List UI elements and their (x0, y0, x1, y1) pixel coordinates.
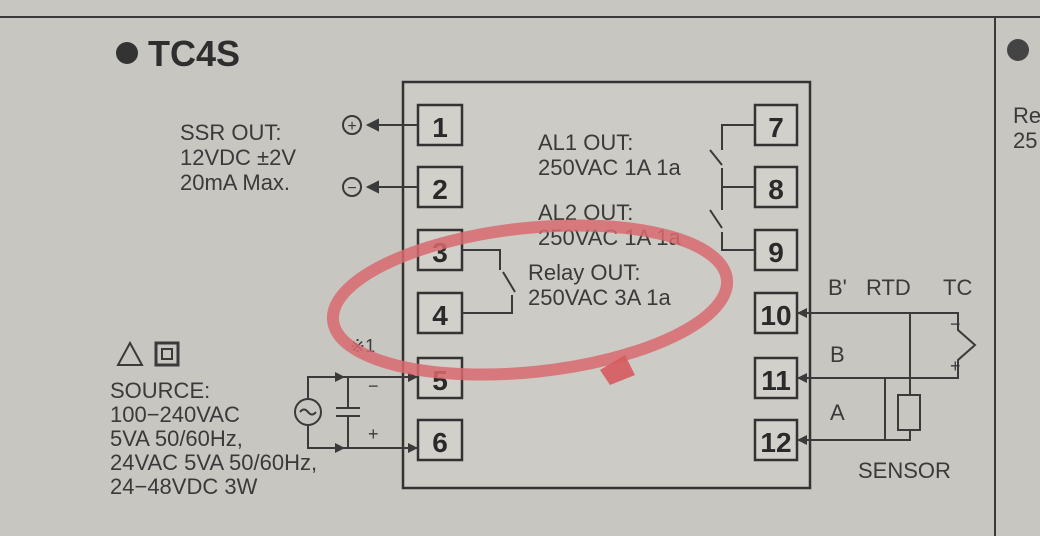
svg-text:SOURCE:: SOURCE: (110, 378, 210, 403)
title-bullet-icon (116, 42, 138, 64)
svg-text:+: + (950, 356, 961, 376)
warning-icon (116, 340, 144, 366)
svg-text:2: 2 (432, 174, 448, 205)
relay-contact-icon (462, 249, 516, 314)
terminal-9: 9 (753, 228, 799, 272)
ssr-arrows (365, 118, 418, 194)
svg-text:1: 1 (432, 112, 448, 143)
svg-text:5VA 50/60Hz,: 5VA 50/60Hz, (110, 426, 243, 451)
svg-text:250VAC 1A 1a: 250VAC 1A 1a (538, 155, 681, 180)
svg-text:SENSOR: SENSOR (858, 458, 951, 483)
relay-out-block: Relay OUT: 250VAC 3A 1a (462, 249, 671, 314)
terminal-2: 2 (416, 165, 464, 209)
svg-text:24VAC 5VA 50/60Hz,: 24VAC 5VA 50/60Hz, (110, 450, 317, 475)
svg-text:B': B' (828, 275, 847, 300)
right-panel-text-1: Re (1013, 103, 1040, 128)
rtd-sensor-icon (897, 394, 921, 431)
svg-text:7: 7 (768, 112, 784, 143)
terminal-10: 10 (753, 291, 799, 335)
svg-text:11: 11 (761, 365, 791, 396)
double-insulation-icon (154, 341, 180, 367)
svg-text:A: A (830, 400, 845, 425)
svg-text:6: 6 (432, 427, 448, 458)
svg-text:20mA Max.: 20mA Max. (180, 170, 290, 195)
svg-text:100−240VAC: 100−240VAC (110, 402, 240, 427)
terminal-6: 6 (416, 418, 464, 462)
svg-text:12VDC ±2V: 12VDC ±2V (180, 145, 296, 170)
svg-text:B: B (830, 342, 845, 367)
svg-text:250VAC 3A 1a: 250VAC 3A 1a (528, 285, 671, 310)
svg-text:+: + (347, 118, 356, 135)
terminal-12: 12 (753, 418, 799, 462)
svg-text:−: − (347, 180, 356, 197)
terminal-1: 1 (416, 103, 464, 147)
terminal-4: 4 (416, 291, 464, 335)
controller-body (401, 80, 812, 490)
svg-text:Relay OUT:: Relay OUT: (528, 260, 640, 285)
model-title: TC4S (148, 33, 240, 74)
alarm-contact-icon (709, 124, 755, 251)
svg-text:SSR OUT:: SSR OUT: (180, 120, 281, 145)
svg-text:10: 10 (760, 300, 791, 331)
red-annotation-circle (326, 219, 734, 385)
minus-terminal-icon (342, 177, 362, 197)
svg-text:−: − (950, 314, 961, 334)
right-bullet-icon (1007, 39, 1029, 61)
svg-text:AL1 OUT:: AL1 OUT: (538, 130, 633, 155)
terminal-11: 11 (753, 356, 799, 400)
svg-text:9: 9 (768, 237, 784, 268)
right-panel-text-2: 25 (1013, 128, 1037, 153)
ssr-out-block: SSR OUT: 12VDC ±2V 20mA Max. + − (180, 115, 418, 197)
terminal-7: 7 (753, 103, 799, 147)
plus-terminal-icon (342, 115, 362, 135)
svg-text:4: 4 (432, 300, 448, 331)
svg-text:+: + (368, 424, 379, 444)
terminal-8: 8 (753, 165, 799, 209)
sensor-block: B' RTD TC B A SENSOR − + (797, 275, 977, 483)
svg-text:−: − (368, 376, 379, 396)
svg-text:24−48VDC 3W: 24−48VDC 3W (110, 474, 258, 499)
svg-text:RTD: RTD (866, 275, 911, 300)
svg-text:8: 8 (768, 174, 784, 205)
svg-text:TC: TC (943, 275, 972, 300)
svg-text:12: 12 (760, 427, 791, 458)
